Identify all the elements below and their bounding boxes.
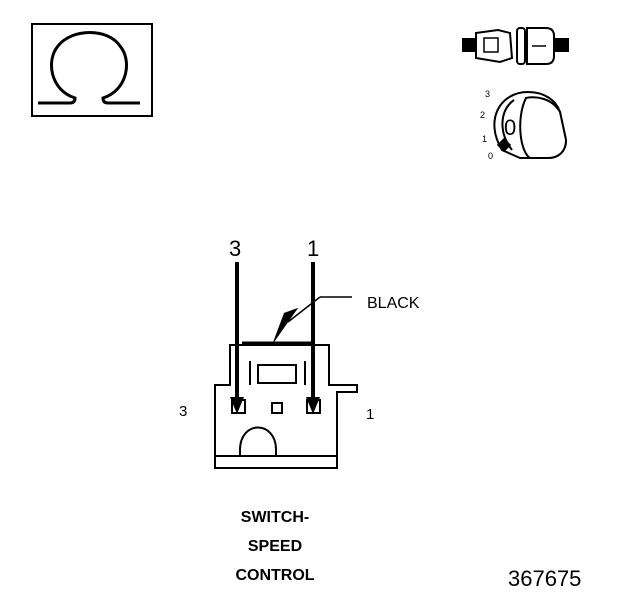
- connector-key-notch: [239, 426, 277, 457]
- probe-label-1: 1: [307, 236, 319, 261]
- caption-line-1: SWITCH-: [241, 509, 309, 526]
- black-color-callout: [242, 296, 352, 345]
- fuse-connector-icon: [462, 27, 569, 65]
- ignition-position-1: 1: [482, 134, 487, 144]
- ignition-switch-icon: [493, 90, 568, 159]
- pin-label-1: 1: [366, 406, 374, 423]
- ignition-position-2: 2: [480, 110, 485, 120]
- color-callout-label: BLACK: [367, 295, 420, 312]
- ohmmeter-icon: [31, 23, 153, 117]
- probe-arrow-3: [230, 262, 244, 414]
- probe-arrow-1: [306, 262, 320, 414]
- ignition-position-0: 0: [488, 151, 493, 161]
- caption-line-2: SPEED: [248, 538, 302, 555]
- key-label: 0: [504, 115, 516, 140]
- figure-number: 367675: [508, 566, 581, 591]
- ohm-glyph: [38, 31, 140, 105]
- connector-cavity-empty: [271, 402, 283, 414]
- ignition-position-3: 3: [485, 89, 490, 99]
- probe-label-3: 3: [229, 236, 241, 261]
- caption-line-3: CONTROL: [235, 567, 314, 584]
- pin-label-3: 3: [179, 403, 187, 420]
